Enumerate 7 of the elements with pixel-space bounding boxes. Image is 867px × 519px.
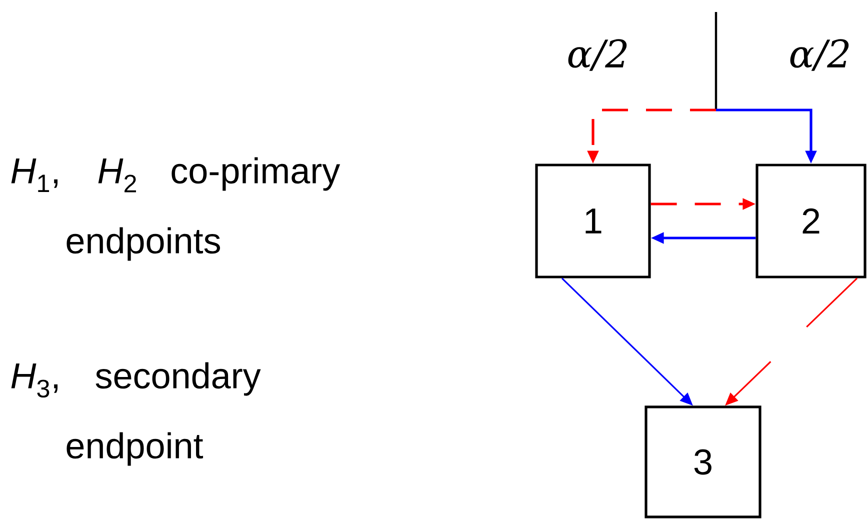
hypothesis-label: H$_{3}$, secondary endpoint bbox=[11, 362, 261, 466]
alpha-label: α/2 bbox=[790, 39, 849, 71]
numbered-box: 1 bbox=[535, 164, 651, 278]
numbered-box: 2 bbox=[756, 164, 866, 278]
numbered-box: 3 bbox=[644, 406, 762, 518]
hypothesis-label: H$_{1}$, H$_{2}$ co-primary endpoints bbox=[11, 157, 340, 261]
alpha-label: α/2 bbox=[568, 39, 627, 71]
